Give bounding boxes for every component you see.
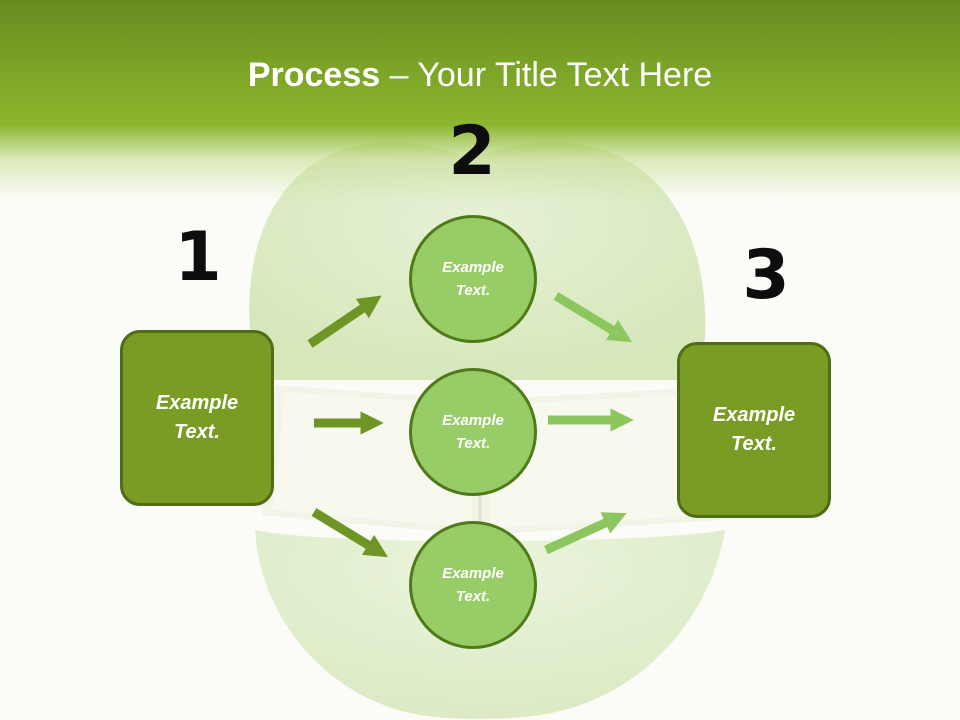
step-1-number: 1 bbox=[174, 218, 222, 297]
step-2-circle-top: Example Text. bbox=[409, 215, 537, 343]
circle-top-text: Example Text. bbox=[442, 259, 504, 299]
step-3-text: Example Text. bbox=[712, 404, 796, 455]
title-bold: Process bbox=[247, 56, 381, 94]
step-2-circle-bottom: Example Text. bbox=[409, 521, 537, 649]
step-3-number: 3 bbox=[742, 236, 790, 315]
step-3-box: Example Text. bbox=[677, 342, 831, 518]
step-2-circle-middle: Example Text. bbox=[409, 368, 537, 496]
step-2-number: 2 bbox=[448, 112, 496, 191]
page-title: Process – Your Title Text Here bbox=[0, 52, 960, 98]
header-band bbox=[0, 0, 960, 200]
arrow-1-to-bottom bbox=[311, 508, 388, 558]
circle-bottom-text: Example Text. bbox=[442, 565, 504, 605]
arrow-1-to-top bbox=[307, 295, 382, 348]
step-1-box: Example Text. bbox=[120, 330, 274, 506]
circle-middle-text: Example Text. bbox=[442, 412, 504, 452]
arrow-bottom-to-3 bbox=[544, 512, 627, 555]
title-rest: – Your Title Text Here bbox=[380, 56, 713, 94]
arrow-top-to-3 bbox=[553, 292, 633, 343]
step-1-text: Example Text. bbox=[155, 392, 239, 443]
